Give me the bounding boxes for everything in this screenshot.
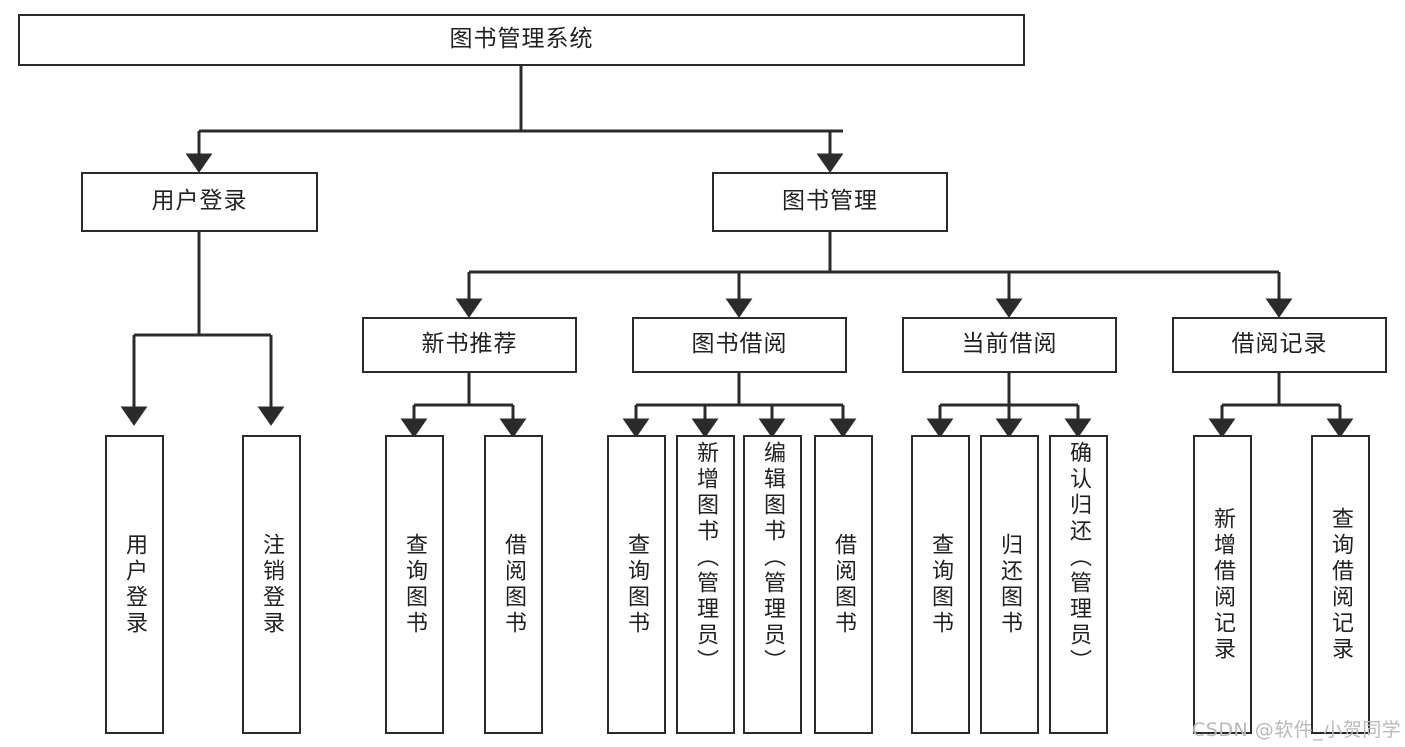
node-leaf-edit-book[interactable]: 编辑图书（管理员）	[743, 435, 802, 734]
node-book-borrow-label: 图书借阅	[691, 331, 788, 358]
node-leaf-return-book[interactable]: 归还图书	[980, 435, 1039, 734]
node-leaf-edit-book-label: 编辑图书（管理员）	[760, 441, 786, 675]
node-leaf-borrow-book-1[interactable]: 借阅图书	[484, 435, 543, 734]
node-current-borrow-label: 当前借阅	[961, 331, 1058, 358]
node-leaf-add-book[interactable]: 新增图书（管理员）	[676, 435, 735, 734]
csdn-watermark: CSDN @软件_小贺同学	[1192, 719, 1402, 741]
node-leaf-borrow-book-2-label: 借阅图书	[831, 532, 857, 637]
node-new-book-recommend[interactable]: 新书推荐	[362, 317, 577, 373]
node-root-label: 图书管理系统	[449, 26, 594, 53]
node-leaf-add-book-label: 新增图书（管理员）	[693, 441, 719, 675]
node-leaf-confirm-return-label: 确认归还（管理员）	[1066, 441, 1092, 675]
node-root[interactable]: 图书管理系统	[18, 14, 1025, 66]
node-leaf-add-record[interactable]: 新增借阅记录	[1193, 435, 1252, 734]
node-leaf-logout-label: 注销登录	[259, 532, 285, 637]
node-leaf-query-book-1[interactable]: 查询图书	[385, 435, 444, 734]
node-borrow-record[interactable]: 借阅记录	[1172, 317, 1387, 373]
node-leaf-add-record-label: 新增借阅记录	[1210, 506, 1236, 663]
node-book-borrow[interactable]: 图书借阅	[632, 317, 847, 373]
node-leaf-confirm-return[interactable]: 确认归还（管理员）	[1049, 435, 1108, 734]
node-book-manage[interactable]: 图书管理	[712, 172, 948, 232]
node-leaf-query-book-2[interactable]: 查询图书	[607, 435, 666, 734]
node-leaf-query-book-2-label: 查询图书	[624, 532, 650, 637]
node-borrow-record-label: 借阅记录	[1231, 331, 1328, 358]
node-leaf-borrow-book-1-label: 借阅图书	[501, 532, 527, 637]
node-leaf-user-login[interactable]: 用户登录	[105, 435, 164, 734]
node-leaf-query-book-3-label: 查询图书	[928, 532, 954, 637]
node-leaf-query-book-1-label: 查询图书	[402, 532, 428, 637]
node-current-borrow[interactable]: 当前借阅	[902, 317, 1117, 373]
node-leaf-logout[interactable]: 注销登录	[242, 435, 301, 734]
node-new-book-recommend-label: 新书推荐	[421, 331, 518, 358]
node-user-login-label: 用户登录	[151, 188, 248, 215]
node-leaf-return-book-label: 归还图书	[997, 532, 1023, 637]
node-leaf-user-login-label: 用户登录	[122, 532, 148, 637]
node-user-login[interactable]: 用户登录	[81, 172, 318, 232]
node-leaf-query-record-label: 查询借阅记录	[1328, 506, 1354, 663]
node-book-manage-label: 图书管理	[782, 188, 878, 215]
node-leaf-query-record[interactable]: 查询借阅记录	[1311, 435, 1370, 734]
node-leaf-borrow-book-2[interactable]: 借阅图书	[814, 435, 873, 734]
node-leaf-query-book-3[interactable]: 查询图书	[911, 435, 970, 734]
